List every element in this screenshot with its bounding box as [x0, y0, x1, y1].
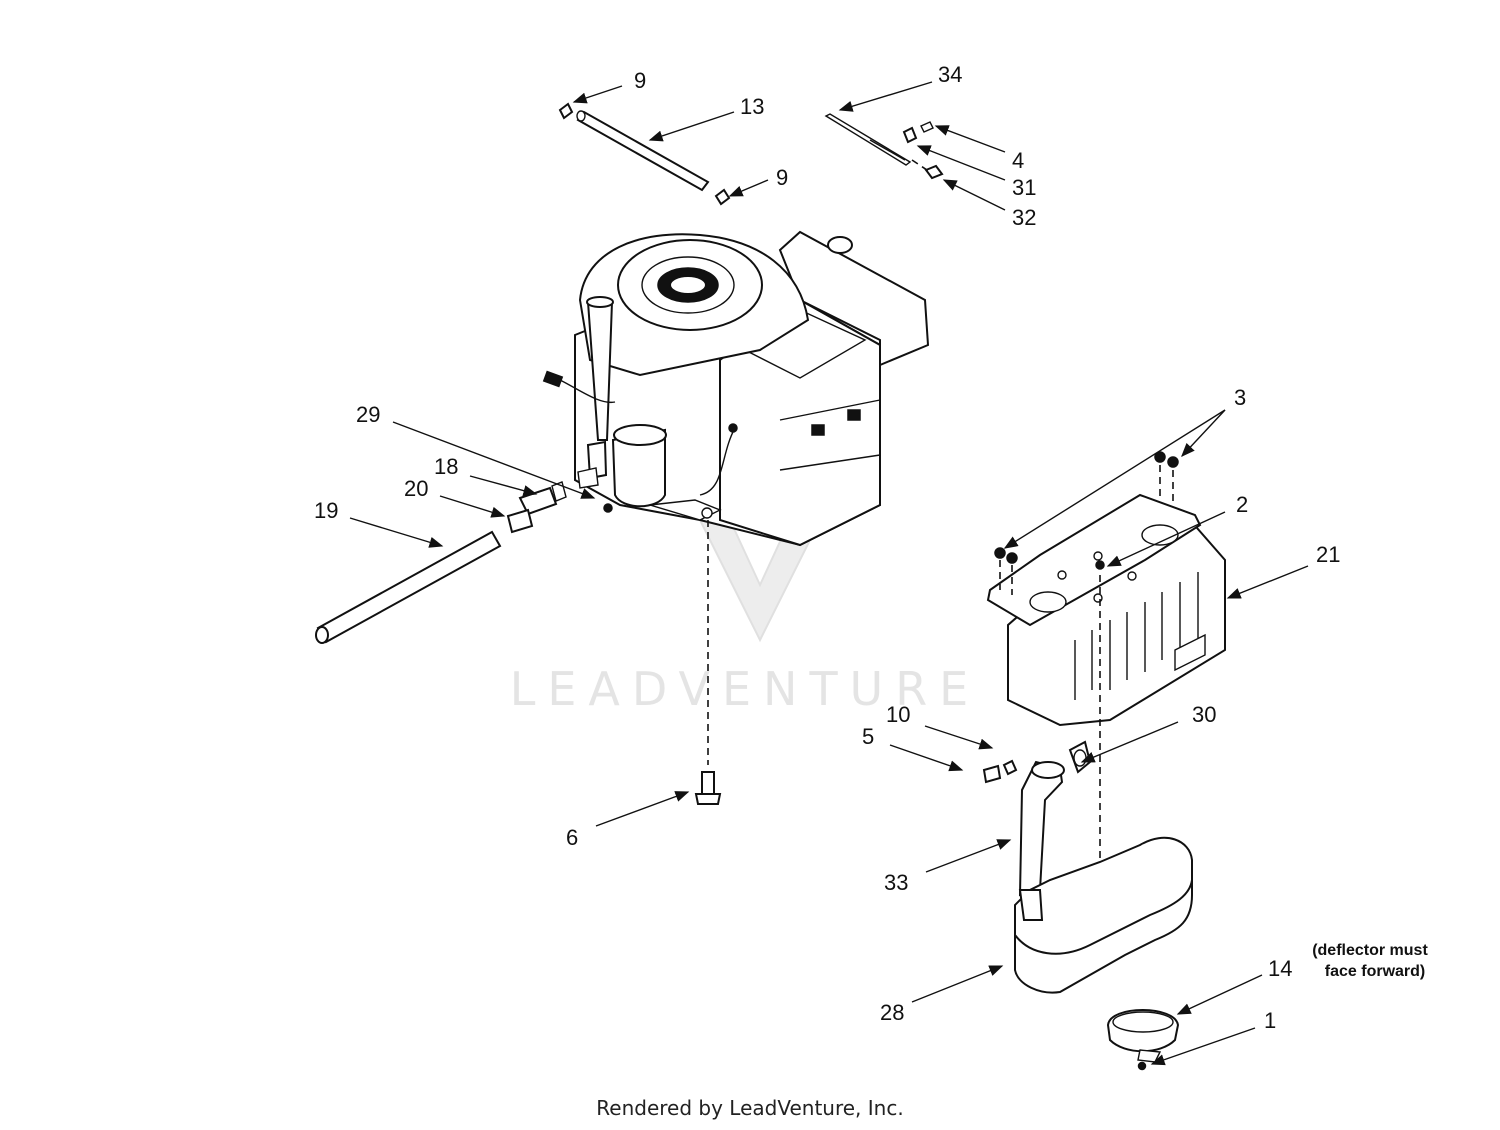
watermark-logo: LEADVENTURE: [510, 438, 981, 716]
throttle-cable-assembly: [824, 113, 944, 180]
callout-5: 5: [862, 724, 874, 749]
deflector-note-line2: face forward): [1325, 963, 1425, 980]
callout-29: 29: [356, 402, 380, 427]
callout-9: 9: [634, 68, 646, 93]
callout-20: 20: [404, 476, 428, 501]
callout-31: 31: [1012, 175, 1036, 200]
callout-14: 14: [1268, 956, 1292, 981]
callout-19: 19: [314, 498, 338, 523]
callout-3: 3: [1234, 385, 1246, 410]
callout-labels: 9 13 9 34 4 31 32 3 2 21 29 18 20 19 10 …: [314, 62, 1340, 1033]
oil-drain-assembly: [315, 481, 567, 644]
callout-33: 33: [884, 870, 908, 895]
callout-4: 4: [1012, 148, 1024, 173]
leader-lines: [349, 81, 1309, 1066]
watermark-text: LEADVENTURE: [510, 662, 981, 716]
upper-tube-assembly: [558, 102, 731, 206]
callout-13: 13: [740, 94, 764, 119]
exhaust-gasket-assembly: [982, 740, 1092, 784]
callout-21: 21: [1316, 542, 1340, 567]
muffler-heat-shield: [986, 451, 1226, 727]
callout-1: 1: [1264, 1008, 1276, 1033]
callout-32: 32: [1012, 205, 1036, 230]
shield-bolts: [994, 451, 1179, 595]
deflector-note-line1: (deflector must: [1312, 942, 1428, 959]
callout-9: 9: [776, 165, 788, 190]
callout-34: 34: [938, 62, 962, 87]
callout-30: 30: [1192, 702, 1216, 727]
deflector-note: (deflector must face forward): [1312, 942, 1428, 980]
callout-2: 2: [1236, 492, 1248, 517]
engine-mount-bolt: [694, 771, 722, 805]
muffler: [1014, 760, 1193, 1071]
callout-10: 10: [886, 702, 910, 727]
engine: [542, 230, 930, 547]
rendered-by-footer: Rendered by LeadVenture, Inc.: [596, 1096, 904, 1120]
callout-18: 18: [434, 454, 458, 479]
callout-6: 6: [566, 825, 578, 850]
callout-28: 28: [880, 1000, 904, 1025]
